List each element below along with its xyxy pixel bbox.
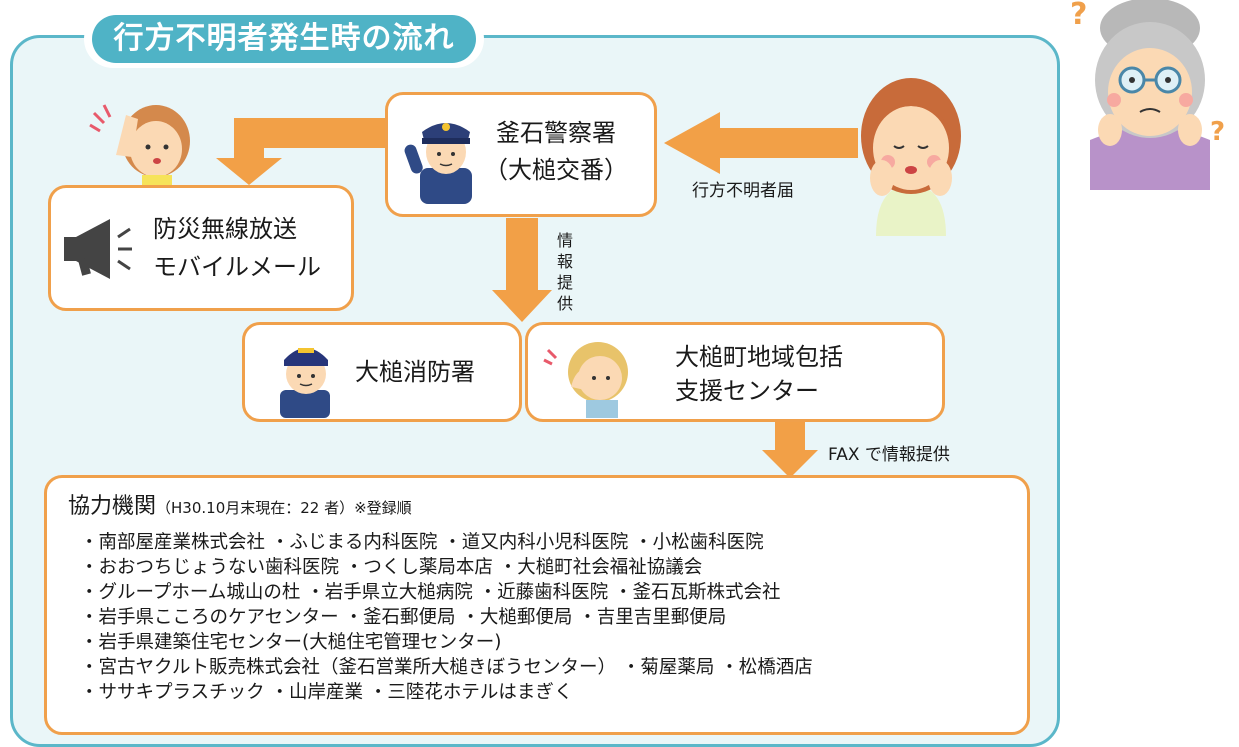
- broadcast-line1: 防災無線放送: [153, 215, 297, 243]
- partner-list: ・南部屋産業株式会社 ・ふじまる内科医院 ・道又内科小児科医院 ・小松歯科医院 …: [80, 530, 813, 705]
- report-label: 行方不明者届: [692, 181, 794, 201]
- police-name: 釜石警察署: [496, 119, 616, 147]
- info-provision-label: 情 報 提 供: [556, 231, 573, 313]
- arrow-broadcast: [216, 118, 390, 185]
- arrow-report: [664, 112, 858, 174]
- support-center-line1: 大槌町地域包括: [675, 343, 843, 371]
- fire-station-label: 大槌消防署: [355, 358, 475, 386]
- support-center-line2: 支援センター: [675, 377, 819, 405]
- page-title: 行方不明者発生時の流れ: [92, 15, 476, 63]
- list-item: ・グループホーム城山の杜 ・岩手県立大槌病院 ・近藤歯科医院 ・釜石瓦斯株式会社: [80, 582, 781, 603]
- svg-text:?: ?: [1210, 117, 1225, 147]
- partner-note: （H30.10月末現在：22 者）※登録順: [156, 499, 412, 517]
- broadcast-box: [48, 185, 354, 311]
- arrow-info: [492, 218, 552, 322]
- arrow-fax: [762, 420, 818, 478]
- list-item: ・岩手県こころのケアセンター ・釜石郵便局 ・大槌郵便局 ・吉里吉里郵便局: [80, 607, 727, 628]
- partner-heading: 協力機関: [68, 494, 157, 519]
- fax-label: FAX で情報提供: [828, 445, 950, 465]
- police-subname: （大槌交番）: [484, 156, 628, 184]
- list-item: ・岩手県建築住宅センター(大槌住宅管理センター): [80, 632, 502, 653]
- partner-heading-row: 協力機関（H30.10月末現在：22 者）※登録順: [68, 488, 412, 520]
- list-item: ・おおつちじょうない歯科医院 ・つくし薬局本店 ・大槌町社会福祉協議会: [80, 557, 703, 578]
- broadcast-line2: モバイルメール: [153, 253, 321, 281]
- list-item: ・宮古ヤクルト販売株式会社（釜石営業所大槌きぼうセンター） ・菊屋薬局 ・松橋酒…: [80, 657, 813, 678]
- partner-box: [44, 475, 1030, 735]
- svg-text:?: ?: [1070, 0, 1087, 32]
- list-item: ・南部屋産業株式会社 ・ふじまる内科医院 ・道又内科小児科医院 ・小松歯科医院: [80, 532, 764, 553]
- list-item: ・ササキプラスチック ・山岸産業 ・三陸花ホテルはまぎく: [80, 682, 573, 703]
